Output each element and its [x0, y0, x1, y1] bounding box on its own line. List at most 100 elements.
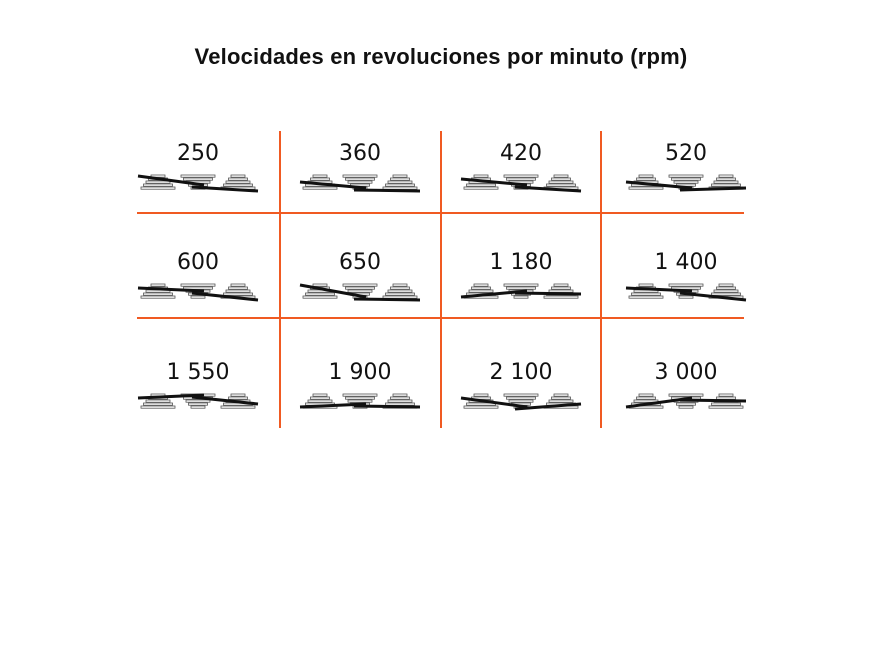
- pulley-step: [180, 174, 216, 178]
- pulley-step: [716, 177, 736, 181]
- pulley-step: [312, 283, 328, 287]
- belt-left: [137, 393, 205, 400]
- speed-label: 1 550: [167, 360, 230, 385]
- pulley-step: [673, 180, 699, 184]
- speed-label: 520: [665, 141, 707, 166]
- pulley-step: [140, 295, 176, 299]
- pulley-step: [713, 289, 739, 293]
- pulley-step: [143, 183, 173, 187]
- pulley-step: [392, 393, 408, 397]
- pulley-step: [628, 186, 664, 190]
- speed-cell: 250: [137, 141, 259, 193]
- pulley-step: [342, 393, 378, 397]
- pulley-step: [671, 177, 701, 181]
- belt-left: [137, 174, 205, 187]
- pulley-step: [347, 180, 373, 184]
- pulley-step: [312, 393, 328, 397]
- pulley-step: [230, 393, 246, 397]
- pulley-step: [185, 399, 211, 403]
- pulley-step: [473, 174, 489, 178]
- belt-right: [353, 404, 421, 409]
- pulley-step: [503, 393, 539, 397]
- speed-cell: 520: [625, 141, 747, 192]
- belt-right: [679, 398, 747, 403]
- pulley-step: [631, 292, 661, 296]
- pulley-step: [668, 174, 704, 178]
- pulley-step: [551, 177, 571, 181]
- pulley-step: [548, 399, 574, 403]
- pulley-step: [506, 396, 536, 400]
- pulley-step: [150, 283, 166, 287]
- pulley-step: [676, 402, 696, 406]
- pulley-step: [150, 174, 166, 178]
- pulley-step: [223, 292, 253, 296]
- pulley-step: [382, 295, 418, 299]
- pulley-step: [220, 405, 256, 409]
- speed-cell: 1 900: [299, 360, 421, 409]
- belt-right: [353, 297, 421, 302]
- pulley-step: [385, 292, 415, 296]
- pulley-step: [633, 399, 659, 403]
- pulley-step: [636, 396, 656, 400]
- pulley-step: [143, 402, 173, 406]
- pulley-step: [638, 283, 654, 287]
- belt-right: [514, 402, 582, 411]
- pulley-step: [302, 186, 338, 190]
- belt-right: [514, 291, 582, 296]
- pulley-step: [718, 393, 734, 397]
- page-title: Velocidades en revoluciones por minuto (…: [194, 44, 688, 69]
- pulley-step: [508, 399, 534, 403]
- pulley-step: [636, 177, 656, 181]
- pulley-step: [551, 396, 571, 400]
- pulley-step: [387, 180, 413, 184]
- belt-right: [353, 188, 421, 193]
- pulley-step: [473, 393, 489, 397]
- speed-cell: 1 180: [460, 250, 582, 299]
- belt-left: [137, 286, 205, 293]
- pulley-step: [347, 399, 373, 403]
- pulley-step: [143, 292, 173, 296]
- pulley-step: [711, 292, 741, 296]
- pulley-step: [390, 177, 410, 181]
- belt-left: [299, 402, 367, 409]
- pulley-step: [312, 174, 328, 178]
- pulley-step: [466, 183, 496, 187]
- speed-label: 3 000: [655, 360, 718, 385]
- speed-label: 420: [500, 141, 542, 166]
- pulley-step: [713, 180, 739, 184]
- speed-cell: 1 550: [137, 360, 259, 409]
- belt-left: [625, 286, 693, 293]
- belt-left: [299, 180, 367, 190]
- pulley-step: [345, 396, 375, 400]
- pulley-step: [347, 289, 373, 293]
- belt-right: [514, 185, 582, 193]
- pulley-step: [228, 396, 248, 400]
- pulley-step: [473, 283, 489, 287]
- pulley-step: [503, 174, 539, 178]
- speed-cell: 360: [299, 141, 421, 193]
- speed-label: 2 100: [490, 360, 553, 385]
- belt-left: [460, 396, 528, 409]
- belt-left: [299, 283, 367, 299]
- pulley-step: [387, 289, 413, 293]
- speed-cell: 420: [460, 141, 582, 193]
- pulley-step: [230, 174, 246, 178]
- pulley-step: [548, 180, 574, 184]
- speed-label: 1 180: [490, 250, 553, 275]
- pulley-step: [310, 177, 330, 181]
- pulley-step: [463, 186, 499, 190]
- pulley-step: [548, 289, 574, 293]
- pulley-step: [190, 295, 206, 299]
- pulley-step: [638, 393, 654, 397]
- pulley-step: [190, 405, 206, 409]
- speed-label: 1 900: [329, 360, 392, 385]
- pulley-step: [506, 177, 536, 181]
- pulley-step: [392, 174, 408, 178]
- belt-right: [191, 185, 259, 193]
- pulley-step: [305, 292, 335, 296]
- pulley-step: [223, 183, 253, 187]
- pulley-step: [342, 283, 378, 287]
- pulley-step: [463, 405, 499, 409]
- pulley-step: [310, 396, 330, 400]
